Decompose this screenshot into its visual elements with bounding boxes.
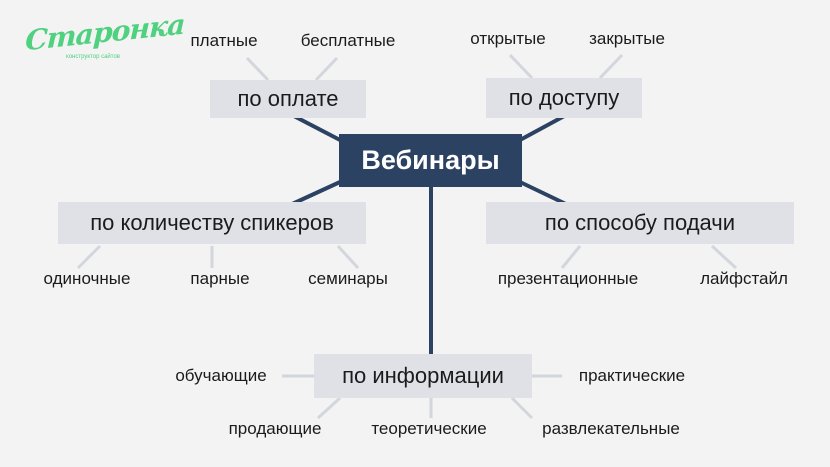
leaf-presentation: презентационные [497, 269, 639, 288]
leaf-lifestyle: лайфстайл [700, 269, 788, 288]
node-speakers-label: по количеству спикеров [90, 210, 334, 235]
node-speakers: по количеству спикеров [58, 202, 366, 244]
connector-access-open [508, 53, 534, 80]
leaf-practical: практические [578, 366, 686, 385]
leaf-pair: парные [190, 269, 250, 288]
leaf-selling: продающие [228, 419, 322, 438]
connector-access-closed [598, 53, 624, 80]
connector-payment-paid [245, 56, 270, 82]
leaf-closed: закрытые [589, 29, 665, 48]
leaf-free: бесплатные [300, 31, 396, 50]
leaf-seminar: семинары [308, 269, 388, 288]
connector-speakers-seminar [336, 244, 360, 270]
center-label: Вебинары [361, 145, 500, 175]
logo-tagline: конструктор сайтов [66, 54, 120, 60]
connector-payment-free [314, 56, 339, 82]
connector-main-access [519, 112, 569, 142]
connector-delivery-lifestyle [710, 244, 738, 270]
node-information: по информации [314, 354, 532, 398]
leaf-paid: платные [190, 31, 258, 50]
node-delivery-label: по способу подачи [544, 210, 736, 235]
connector-main-delivery [519, 180, 569, 207]
connector-main-payment [289, 112, 341, 142]
node-information-label: по информации [342, 363, 504, 388]
starionka-logo: Старонка конструктор сайтов [25, 8, 185, 66]
center-node: Вебинары [339, 134, 522, 187]
node-access-label: по доступу [508, 85, 620, 110]
leaf-entertaining: развлекательные [542, 419, 680, 438]
node-payment: по оплате [210, 80, 366, 118]
leaf-open: открытые [470, 29, 546, 48]
connector-info-selling [316, 396, 342, 420]
node-delivery: по способу подачи [486, 202, 794, 244]
leaf-theoretical: теоретические [371, 419, 487, 438]
node-payment-label: по оплате [237, 86, 339, 111]
leaf-single: одиночные [43, 269, 131, 288]
connector-speakers-single [76, 244, 102, 270]
connector-delivery-presentation [560, 245, 582, 269]
connector-info-entertaining [510, 396, 534, 420]
connector-main-speakers [289, 180, 341, 207]
leaf-teaching: обучающие [175, 366, 267, 385]
node-access: по доступу [486, 78, 642, 118]
